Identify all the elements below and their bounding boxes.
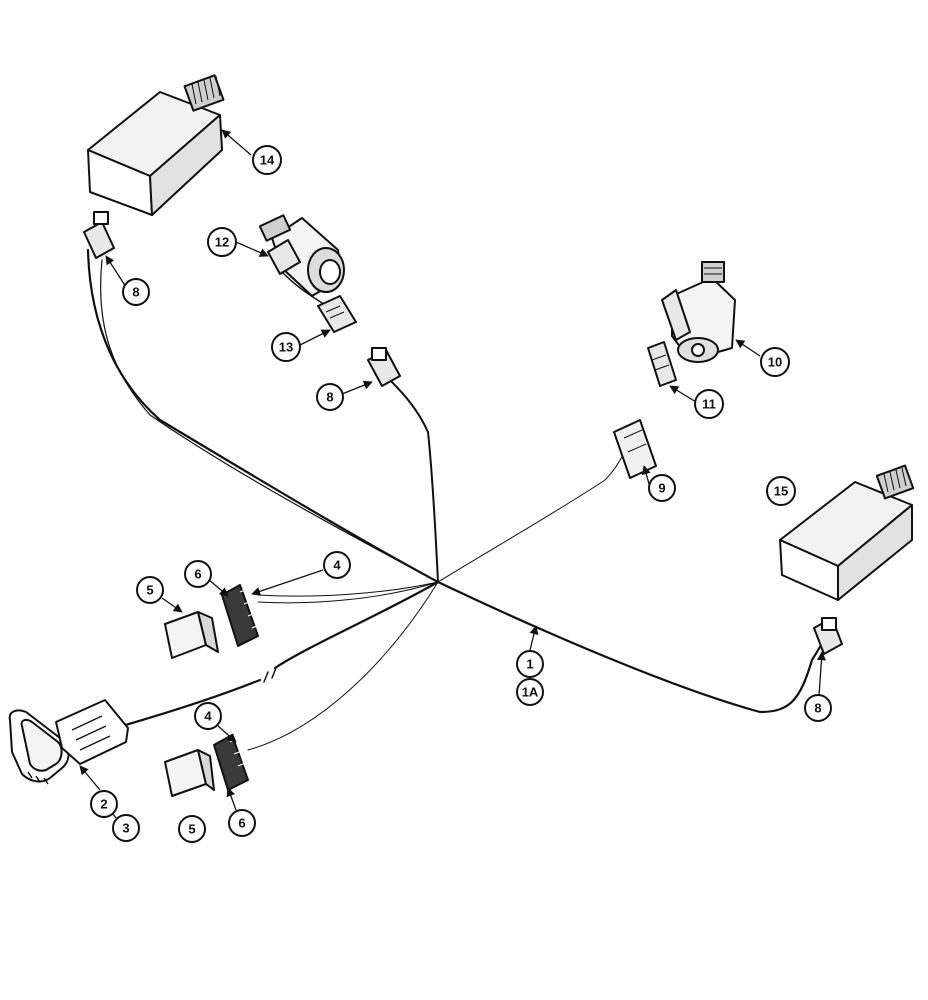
callout-14-label: 14 bbox=[260, 153, 275, 168]
callout-6-lower-label: 6 bbox=[238, 816, 245, 831]
connector-9 bbox=[613, 419, 657, 479]
wire-to-upper-left-connector-2 bbox=[100, 259, 439, 583]
callout-11-label: 11 bbox=[702, 397, 716, 412]
callout-9: 9 bbox=[648, 474, 676, 502]
wire-to-right-connector bbox=[436, 580, 828, 714]
connector-11 bbox=[647, 341, 677, 387]
callout-15-label: 15 bbox=[774, 484, 788, 499]
plug-6-upper bbox=[221, 584, 263, 647]
callout-14: 14 bbox=[252, 145, 282, 175]
callout-6-upper-label: 6 bbox=[194, 567, 201, 582]
callout-13-label: 13 bbox=[279, 340, 293, 355]
solenoid-12 bbox=[258, 214, 345, 306]
wire-to-main-plug bbox=[120, 580, 440, 728]
callout-4-upper: 4 bbox=[323, 551, 351, 579]
callout-5-upper-label: 5 bbox=[146, 583, 153, 598]
sensor-box-14 bbox=[87, 74, 225, 216]
callout-12-label: 12 bbox=[215, 235, 229, 250]
callout-5-lower: 5 bbox=[178, 815, 206, 843]
callout-4-lower-label: 4 bbox=[204, 709, 212, 724]
wire-to-connector-9 bbox=[437, 449, 627, 583]
callout-12: 12 bbox=[207, 227, 237, 257]
solenoid-10 bbox=[661, 261, 736, 363]
callout-1a: 1A bbox=[516, 678, 544, 706]
leader-lines bbox=[79, 129, 826, 819]
wire-to-lower-plug-4 bbox=[247, 581, 439, 751]
callout-2-label: 2 bbox=[100, 797, 107, 812]
connector-8-right bbox=[813, 617, 843, 655]
callout-1: 1 bbox=[516, 650, 544, 678]
callout-3: 3 bbox=[112, 814, 140, 842]
wire-break-mark bbox=[263, 667, 277, 683]
callout-8-upper-left-label: 8 bbox=[132, 285, 139, 300]
callout-11: 11 bbox=[694, 389, 724, 419]
callout-3-label: 3 bbox=[122, 821, 129, 836]
callout-5-lower-label: 5 bbox=[188, 822, 195, 837]
callout-5-upper: 5 bbox=[136, 576, 164, 604]
wire-to-upper-plug-4 bbox=[257, 581, 439, 604]
callout-8-center-label: 8 bbox=[326, 390, 333, 405]
callout-6-lower: 6 bbox=[228, 809, 256, 837]
callout-10: 10 bbox=[760, 347, 790, 377]
callout-4-upper-label: 4 bbox=[333, 558, 341, 573]
callout-8-right: 8 bbox=[804, 694, 832, 722]
cap-5-upper bbox=[164, 611, 219, 659]
callout-13: 13 bbox=[271, 332, 301, 362]
callout-8-upper-left: 8 bbox=[122, 278, 150, 306]
connector-13 bbox=[317, 295, 357, 333]
callout-1-label: 1 bbox=[526, 657, 533, 672]
callout-8-center: 8 bbox=[316, 383, 344, 411]
callout-4-lower: 4 bbox=[194, 702, 222, 730]
callout-10-label: 10 bbox=[768, 355, 782, 370]
callout-1a-label: 1A bbox=[522, 685, 539, 700]
main-harness bbox=[86, 248, 828, 751]
main-plug-2 bbox=[8, 699, 129, 785]
callout-2: 2 bbox=[90, 790, 118, 818]
connector-8-center bbox=[367, 347, 401, 387]
wire-to-center-connector bbox=[387, 377, 439, 583]
plug-6-lower bbox=[213, 734, 249, 791]
cap-5-lower bbox=[164, 749, 215, 797]
wire-to-upper-plug-4b bbox=[257, 581, 439, 597]
callout-6-upper: 6 bbox=[184, 560, 212, 588]
wire-to-upper-left-connector bbox=[86, 248, 440, 584]
callout-8-right-label: 8 bbox=[814, 701, 821, 716]
sensor-box-15 bbox=[779, 464, 915, 601]
connector-8-upper-left bbox=[83, 211, 115, 259]
callout-9-label: 9 bbox=[658, 481, 665, 496]
callout-15: 15 bbox=[766, 476, 796, 506]
